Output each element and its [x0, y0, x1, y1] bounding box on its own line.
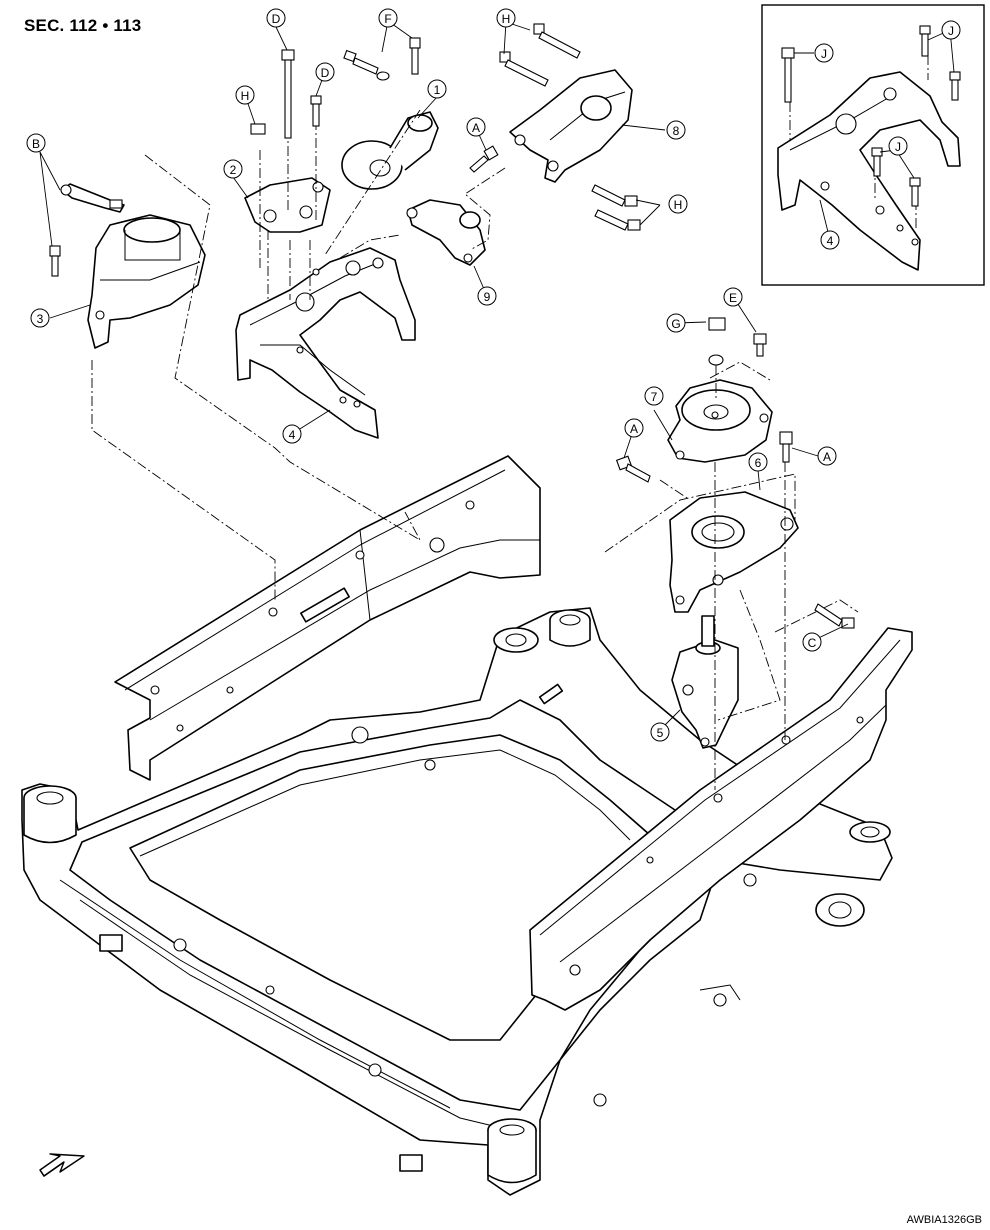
front-suspension-member [21, 607, 893, 1196]
bracket-6 [669, 491, 799, 613]
bracket-9 [406, 199, 486, 266]
callout-part-3: 3 [30, 308, 50, 328]
callout-fastener-F: F [378, 8, 398, 28]
callout-fastener-H-3: H [668, 194, 688, 214]
svg-text:J: J [948, 24, 954, 38]
callout-part-2: 2 [223, 159, 243, 179]
svg-text:A: A [823, 450, 831, 464]
figure-id: AWBIA1326GB [906, 1214, 982, 1226]
callout-fastener-E: E [723, 287, 743, 307]
svg-text:A: A [630, 422, 638, 436]
callout-part-5: 5 [650, 722, 670, 742]
svg-text:D: D [272, 12, 281, 26]
callout-fastener-H-2: H [496, 8, 516, 28]
callout-fastener-A-1: A [466, 117, 486, 137]
svg-text:1: 1 [434, 83, 441, 97]
callout-fastener-A-2: A [624, 418, 644, 438]
engine-mount-3 [60, 183, 206, 349]
svg-text:E: E [729, 291, 737, 305]
section-reference: SEC. 112 • 113 [24, 16, 142, 35]
svg-text:A: A [472, 121, 480, 135]
inset-frame [761, 4, 985, 286]
svg-text:J: J [895, 140, 901, 154]
svg-text:9: 9 [484, 290, 491, 304]
inset-bracket-4 [777, 71, 961, 271]
svg-text:F: F [384, 12, 391, 26]
svg-text:B: B [32, 137, 40, 151]
callout-part-1: 1 [427, 79, 447, 99]
insulator-7 [667, 379, 773, 463]
mount-bracket-2 [244, 177, 331, 233]
left-side-member [114, 455, 541, 781]
callout-fastener-G: G [666, 313, 686, 333]
callout-fastener-J-1: J [814, 43, 834, 63]
svg-text:J: J [821, 47, 827, 61]
part-callouts: 1 2 3 4 4 5 6 7 8 9 [30, 79, 840, 742]
callout-fastener-D-2: D [315, 62, 335, 82]
svg-text:4: 4 [289, 428, 296, 442]
svg-text:H: H [241, 89, 250, 103]
callout-fastener-B: B [26, 133, 46, 153]
svg-text:G: G [671, 317, 680, 331]
engine-mount-8 [509, 69, 633, 183]
bolts [49, 23, 961, 629]
callout-part-4-inset: 4 [820, 230, 840, 250]
svg-text:H: H [502, 12, 511, 26]
callout-fastener-J-3: J [888, 136, 908, 156]
mounting-bracket-4 [235, 247, 416, 439]
svg-text:3: 3 [37, 312, 44, 326]
svg-text:5: 5 [657, 726, 664, 740]
mount-bracket-5 [671, 615, 739, 749]
right-side-member [529, 627, 913, 1011]
svg-text:8: 8 [673, 124, 680, 138]
callout-part-7: 7 [644, 386, 664, 406]
callout-fastener-H-1: H [235, 85, 255, 105]
callout-part-6: 6 [748, 452, 768, 472]
svg-text:H: H [674, 198, 683, 212]
callout-part-9: 9 [477, 286, 497, 306]
svg-text:4: 4 [827, 234, 834, 248]
callout-fastener-J-2: J [941, 20, 961, 40]
fastener-callouts: A A A B C D D E F G H H H J J J [26, 8, 961, 652]
callout-fastener-C: C [802, 632, 822, 652]
svg-text:D: D [321, 66, 330, 80]
callout-fastener-D-1: D [266, 8, 286, 28]
svg-text:2: 2 [230, 163, 237, 177]
callout-fastener-A-3: A [817, 446, 837, 466]
front-direction-arrow-icon [39, 1153, 85, 1177]
callout-part-4-main: 4 [282, 424, 302, 444]
svg-text:6: 6 [755, 456, 762, 470]
svg-text:7: 7 [651, 390, 658, 404]
callout-part-8: 8 [666, 120, 686, 140]
svg-text:C: C [808, 636, 817, 650]
torque-rod-1 [341, 111, 439, 190]
